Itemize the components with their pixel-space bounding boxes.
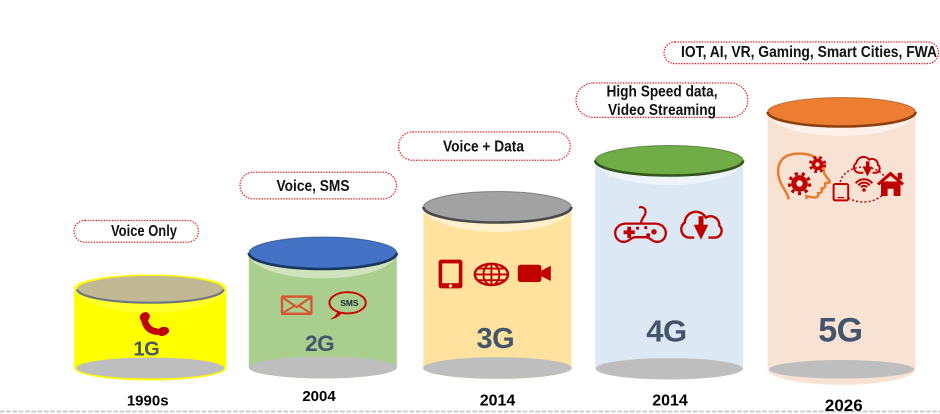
- svg-text:Voice, SMS: Voice, SMS: [277, 178, 350, 195]
- svg-text:3G: 3G: [476, 323, 514, 355]
- svg-text:5G: 5G: [818, 311, 862, 349]
- svg-text:2026: 2026: [825, 396, 863, 414]
- svg-text:2014: 2014: [480, 393, 516, 410]
- svg-text:IOT, AI, VR, Gaming, Smart Cit: IOT, AI, VR, Gaming, Smart Cities, FWA: [681, 44, 937, 61]
- svg-text:2014: 2014: [652, 392, 688, 409]
- svg-text:Voice + Data: Voice + Data: [443, 138, 524, 155]
- svg-text:Video Streaming: Video Streaming: [608, 102, 716, 119]
- svg-text:Voice Only: Voice Only: [111, 223, 177, 240]
- svg-text:2G: 2G: [305, 331, 334, 356]
- svg-text:2004: 2004: [302, 388, 336, 405]
- svg-text:1G: 1G: [133, 339, 159, 361]
- svg-text:1990s: 1990s: [127, 393, 169, 410]
- svg-text:SMS: SMS: [340, 298, 359, 308]
- svg-text:High Speed data,: High Speed data,: [607, 84, 718, 101]
- svg-text:4G: 4G: [646, 313, 686, 348]
